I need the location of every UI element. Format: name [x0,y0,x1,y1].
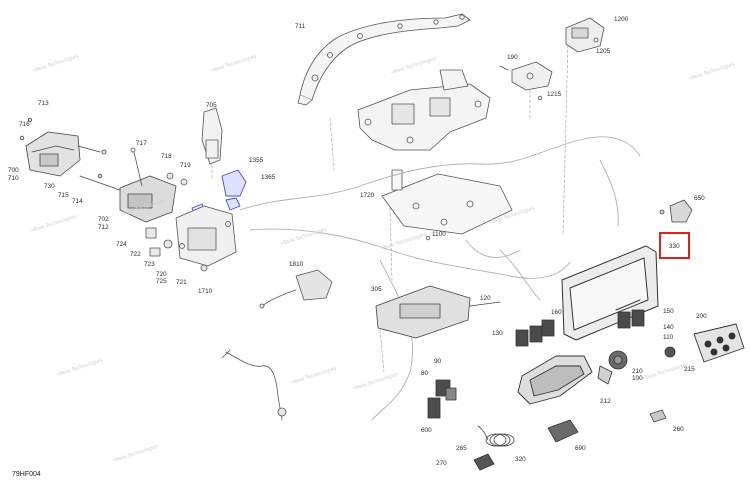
part-702-module [79,173,177,223]
part-1710-plate [381,169,513,241]
part-label[interactable]: 702 [98,216,109,223]
part-label[interactable]: 724 [116,241,127,248]
part-190-bracket [499,61,553,101]
part-700-module [19,118,107,177]
part-label[interactable]: 200 [696,313,707,320]
part-212-part [649,409,667,423]
part-label[interactable]: 725 [156,278,167,285]
part-label[interactable]: 700 [8,167,19,174]
part-label[interactable]: 150 [663,308,674,315]
diagram-code: 79HF004 [12,471,41,478]
part-705-bracket [201,107,223,165]
part-label[interactable]: 110 [663,334,674,341]
part-label[interactable]: 716 [19,121,30,128]
part-label[interactable]: 100 [632,375,643,382]
part-720-frame [175,205,237,267]
part-label[interactable]: 265 [456,445,467,452]
part-label[interactable]: 723 [144,261,155,268]
part-label[interactable]: 1810 [289,261,304,268]
part-label[interactable]: 260 [673,426,684,433]
highlight-box [659,232,690,259]
wiring-harness [239,136,641,421]
part-label[interactable]: 650 [694,195,705,202]
part-label[interactable]: 80 [421,370,429,377]
part-label[interactable]: 210 [632,368,643,375]
part-label[interactable]: 600 [421,427,432,434]
part-label[interactable]: 1205 [596,48,611,55]
part-label[interactable]: 722 [130,251,141,258]
part-label[interactable]: 320 [515,456,526,463]
part-label[interactable]: 215 [684,366,695,373]
part-260-plug [473,453,495,471]
part-label[interactable]: 713 [38,100,49,107]
part-label[interactable]: 717 [136,140,147,147]
part-label[interactable]: 1720 [360,192,375,199]
part-717-bolt [130,147,143,187]
part-1100 [659,199,693,223]
part-600-gauge [517,355,593,405]
part-label[interactable]: 1365 [261,174,276,181]
part-label[interactable]: 719 [180,162,191,169]
part-label[interactable]: 160 [551,309,562,316]
part-label[interactable]: 270 [436,460,447,467]
part-label[interactable]: 718 [161,153,172,160]
part-label[interactable]: 720 [156,271,167,278]
part-label[interactable]: 730 [44,183,55,190]
part-690-coil [477,425,515,447]
part-label[interactable]: 330 [669,243,680,250]
part-label[interactable]: 130 [492,330,503,337]
part-320-cable [221,349,287,421]
part-label[interactable]: 305 [371,286,382,293]
part-label[interactable]: 190 [507,54,518,61]
leader-lines [211,39,569,373]
part-label[interactable]: 212 [600,398,611,405]
part-200-knob [664,346,676,358]
part-label[interactable]: 1710 [198,288,213,295]
part-label[interactable]: 1215 [547,91,562,98]
part-label[interactable]: 721 [176,279,187,286]
part-label[interactable]: 690 [575,445,586,452]
part-label[interactable]: 711 [295,23,306,30]
part-650-display [561,245,659,341]
part-110-switch [515,319,555,347]
part-label[interactable]: 712 [98,224,109,231]
part-label[interactable]: 120 [480,295,491,302]
fasteners-left [145,172,208,272]
part-label[interactable]: 90 [434,358,442,365]
part-1200-module [565,17,605,53]
part-label[interactable]: 1100 [432,231,446,238]
part-1810-ecu [375,285,501,339]
part-label[interactable]: 715 [58,192,69,199]
part-upper-bracket [357,69,491,151]
part-label[interactable]: 714 [72,198,83,205]
part-label[interactable]: 1355 [249,157,264,164]
part-label[interactable]: 140 [663,324,674,331]
part-215-ignition [597,350,628,385]
part-160-switch [617,309,645,329]
part-270-connector [547,419,579,443]
part-label[interactable]: 1200 [614,16,629,23]
part-label[interactable]: 705 [206,102,217,109]
part-130-panel [693,323,745,363]
part-711-frame-bar [297,13,471,106]
part-80-switch [427,379,457,419]
part-label[interactable]: 710 [8,175,19,182]
part-330-harness [259,269,333,309]
